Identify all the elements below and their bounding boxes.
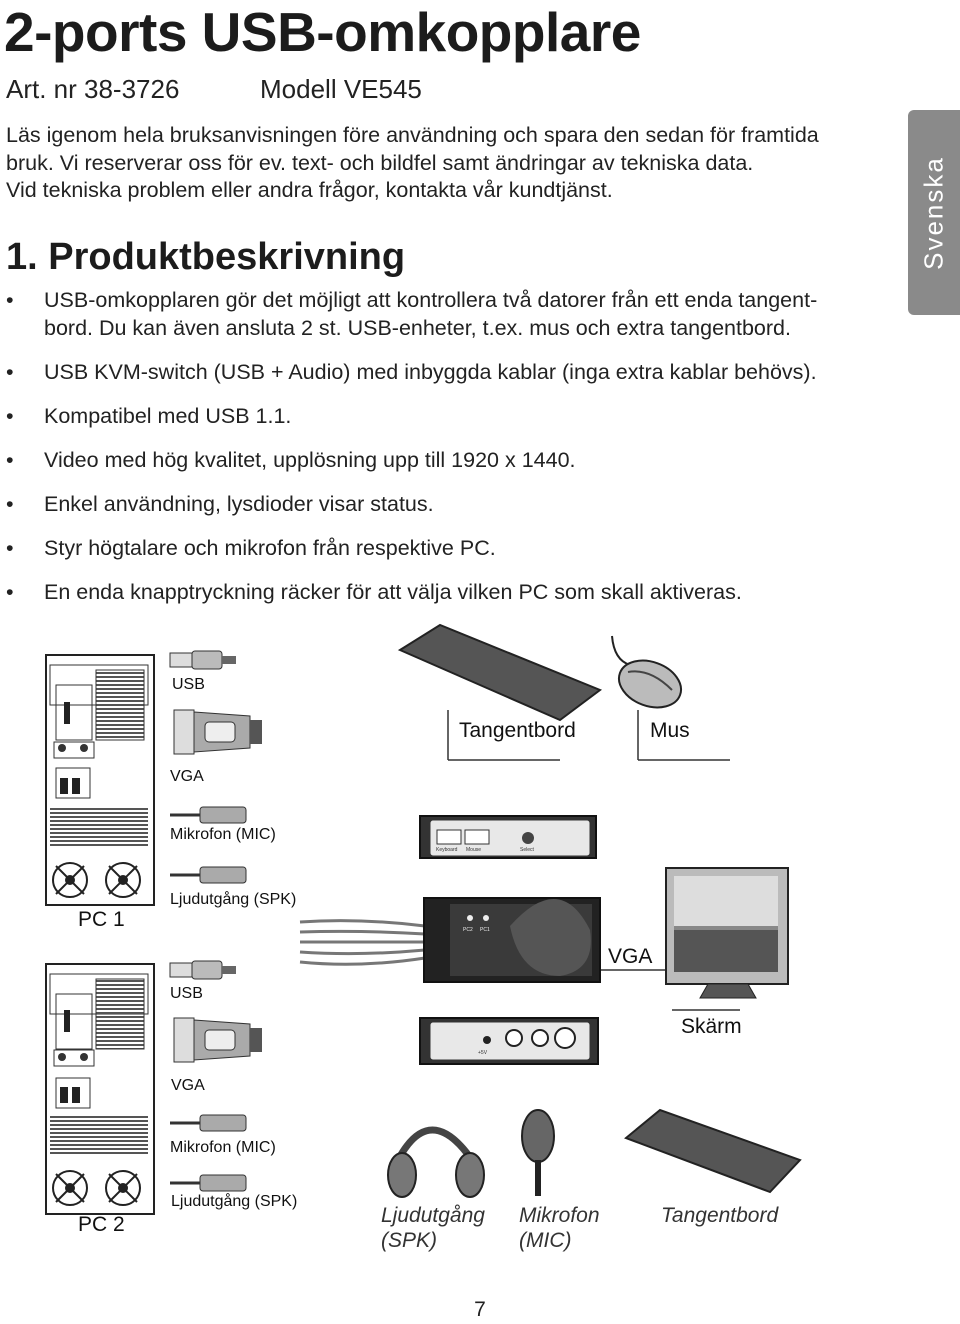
pc1-vga-label: VGA — [170, 768, 204, 785]
monitor-label: Skärm — [681, 1015, 742, 1038]
switch-back-panel — [419, 1017, 599, 1065]
intro-line: Vid tekniska problem eller andra frågor,… — [6, 178, 613, 202]
port-label-mouse: Mouse — [466, 847, 481, 853]
pc1-usb-label: USB — [172, 676, 205, 693]
bullet-icon: • — [6, 580, 14, 604]
button-label-select: Select — [520, 847, 535, 853]
mic-caption-line: (MIC) — [519, 1229, 572, 1252]
mouse-icon — [611, 635, 682, 709]
mic-caption-line: Mikrofon — [519, 1204, 600, 1227]
pc1-vga-connector-icon — [173, 709, 262, 755]
model-number: Modell VE545 — [260, 74, 422, 104]
mouse-label: Mus — [650, 719, 690, 742]
pc2-label: PC 2 — [78, 1213, 125, 1236]
list-item-text: Kompatibel med USB 1.1. — [44, 404, 292, 428]
list-item: • En enda knapptryckning räcker för att v… — [0, 578, 860, 606]
list-item-text: Enkel användning, lysdioder visar status… — [44, 492, 434, 516]
pc1-speaker-label: Ljudutgång (SPK) — [170, 891, 297, 908]
keyboard-icon — [397, 623, 603, 722]
feature-list: • USB-omkopplaren gör det möjligt att kon… — [0, 286, 860, 622]
language-tab: Svenska — [908, 110, 960, 315]
speaker-caption-line: (SPK) — [381, 1229, 438, 1252]
switch-front-panel — [419, 815, 597, 859]
pc1-mic-connector-icon — [170, 806, 247, 824]
vga-out-label: VGA — [608, 945, 653, 968]
pc2-mic-connector-icon — [170, 1114, 247, 1132]
list-item: • USB-omkopplaren gör det möjligt att kon… — [0, 286, 860, 342]
mic-caption: Mikrofon (MIC) — [519, 1203, 600, 1253]
page-number: 7 — [474, 1298, 486, 1321]
monitor-icon — [665, 867, 789, 999]
list-item-text: USB KVM-switch (USB + Audio) med inbyggd… — [44, 360, 817, 384]
pc2-speaker-connector-icon — [170, 1174, 247, 1192]
list-item: • Styr högtalare och mikrofon från respek… — [0, 534, 860, 562]
pc2-vga-connector-icon — [173, 1017, 262, 1063]
intro-line: Läs igenom hela bruksanvisningen före an… — [6, 123, 819, 147]
port-label-keyboard: Keyboard — [436, 847, 458, 853]
list-item: • Kompatibel med USB 1.1. — [0, 402, 860, 430]
pc1-speaker-connector-icon — [170, 866, 247, 884]
pc1-mic-label: Mikrofon (MIC) — [170, 826, 276, 843]
pc2-tower-icon — [45, 963, 155, 1215]
led-label-pc2: PC2 — [463, 927, 473, 933]
list-item-text: En enda knapptryckning räcker för att vä… — [44, 580, 742, 604]
headphones-icon — [387, 1126, 485, 1198]
cables — [299, 919, 426, 966]
bullet-icon: • — [6, 404, 14, 428]
keyboard-label: Tangentbord — [459, 719, 576, 742]
led-label-pc1: PC1 — [480, 927, 490, 933]
list-item-text: Styr högtalare och mikrofon från respekt… — [44, 536, 496, 560]
list-item: • USB KVM-switch (USB + Audio) med inbygg… — [0, 358, 860, 386]
list-item: • Video med hög kvalitet, upplösning upp … — [0, 446, 860, 474]
section-heading: 1. Produktbeskrivning — [6, 236, 406, 278]
pc2-vga-label: VGA — [171, 1077, 205, 1094]
pc2-speaker-label: Ljudutgång (SPK) — [171, 1193, 298, 1210]
bullet-icon: • — [6, 288, 14, 312]
bullet-icon: • — [6, 360, 14, 384]
pc2-usb-label: USB — [170, 985, 203, 1002]
microphone-icon — [521, 1109, 555, 1196]
speaker-caption: Ljudutgång (SPK) — [381, 1203, 485, 1253]
keyboard-caption: Tangentbord — [661, 1204, 779, 1227]
pc1-label: PC 1 — [78, 908, 125, 931]
list-item-text: Video med hög kvalitet, upplösning upp t… — [44, 448, 576, 472]
intro-paragraph: Läs igenom hela bruksanvisningen före an… — [6, 122, 866, 205]
article-number: Art. nr 38-3726 — [6, 74, 180, 104]
power-label: +5V — [478, 1050, 488, 1056]
switch-top-icon — [423, 897, 601, 983]
bullet-icon: • — [6, 492, 14, 516]
keyboard-bottom-icon — [624, 1108, 802, 1194]
pc1-tower-icon — [45, 654, 155, 906]
pc2-usb-connector-icon — [169, 960, 236, 980]
list-item-text: USB-omkopplaren gör det möjligt att kont… — [44, 288, 818, 340]
pc2-mic-label: Mikrofon (MIC) — [170, 1139, 276, 1156]
bullet-icon: • — [6, 536, 14, 560]
intro-line: bruk. Vi reserverar oss för ev. text- oc… — [6, 150, 754, 175]
pc1-usb-connector-icon — [169, 650, 236, 670]
page-title: 2-ports USB-omkopplare — [4, 1, 641, 63]
list-item: • Enkel användning, lysdioder visar statu… — [0, 490, 860, 518]
bullet-icon: • — [6, 448, 14, 472]
speaker-caption-line: Ljudutgång — [381, 1204, 485, 1227]
